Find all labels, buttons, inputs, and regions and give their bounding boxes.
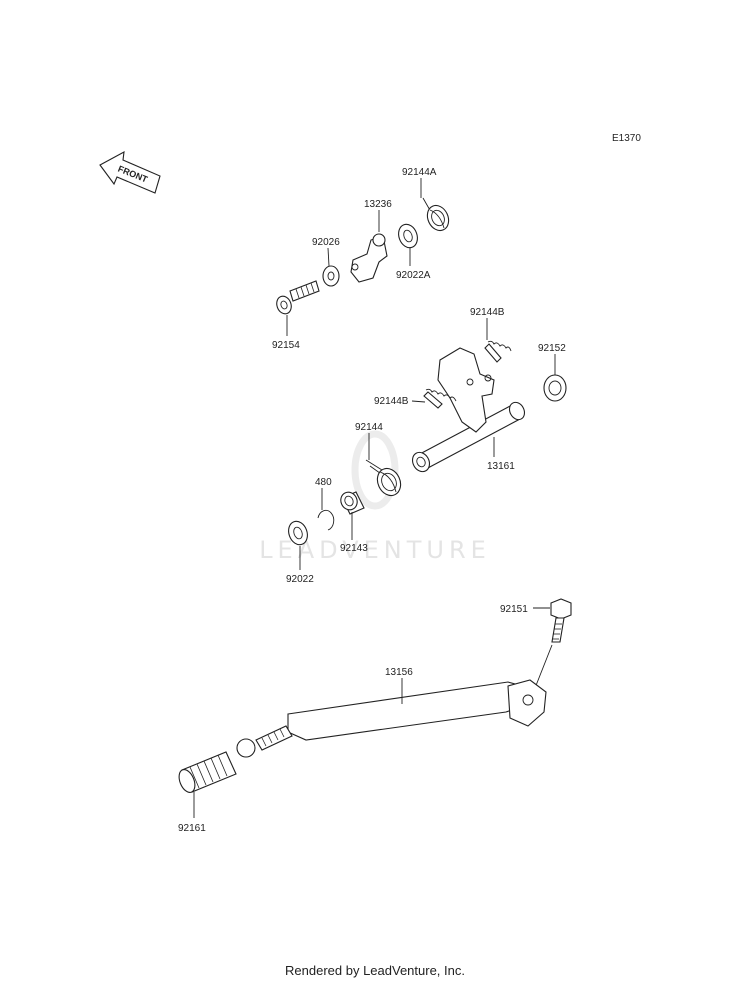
collar-92143	[340, 491, 365, 515]
seal-92152	[543, 374, 567, 402]
spring-92144	[365, 459, 402, 497]
label-92143: 92143	[340, 543, 368, 554]
label-92152: 92152	[538, 343, 566, 354]
bolt-92154	[276, 280, 320, 315]
rubber-92161	[178, 751, 237, 793]
label-13236: 13236	[364, 199, 392, 210]
spring-92144b-top	[484, 340, 512, 363]
bolt-92151	[534, 598, 572, 689]
label-13156: 13156	[385, 667, 413, 678]
diagram-code: E1370	[612, 133, 641, 144]
watermark: LEADVENTURE	[259, 430, 486, 564]
spring-92144b-mid	[423, 388, 457, 409]
lever-13156	[236, 679, 547, 758]
shaft-13161	[411, 347, 526, 473]
collar-92026	[322, 265, 340, 287]
front-arrow-icon: FRONT	[99, 151, 161, 194]
label-92144: 92144	[355, 422, 383, 433]
spring-92144a	[422, 197, 450, 232]
leader-lines	[193, 178, 556, 818]
label-92161: 92161	[178, 823, 206, 834]
label-92022: 92022	[286, 574, 314, 585]
label-92144a: 92144A	[402, 167, 437, 178]
label-92154: 92154	[272, 340, 300, 351]
label-13161: 13161	[487, 461, 515, 472]
label-92144b-top: 92144B	[470, 307, 505, 318]
label-92144b-mid: 92144B	[374, 396, 409, 407]
label-92151: 92151	[500, 604, 528, 615]
footer-credit: Rendered by LeadVenture, Inc.	[285, 963, 465, 978]
circlip-480	[317, 509, 335, 531]
washer-92022	[288, 520, 308, 546]
part-labels: 92144A 13236 92026 92022A 92154 92144B 9…	[178, 167, 566, 834]
label-92022a: 92022A	[396, 270, 431, 281]
label-92026: 92026	[312, 237, 340, 248]
washer-92022a	[398, 223, 418, 249]
plate-13236	[350, 233, 388, 283]
label-480: 480	[315, 477, 332, 488]
